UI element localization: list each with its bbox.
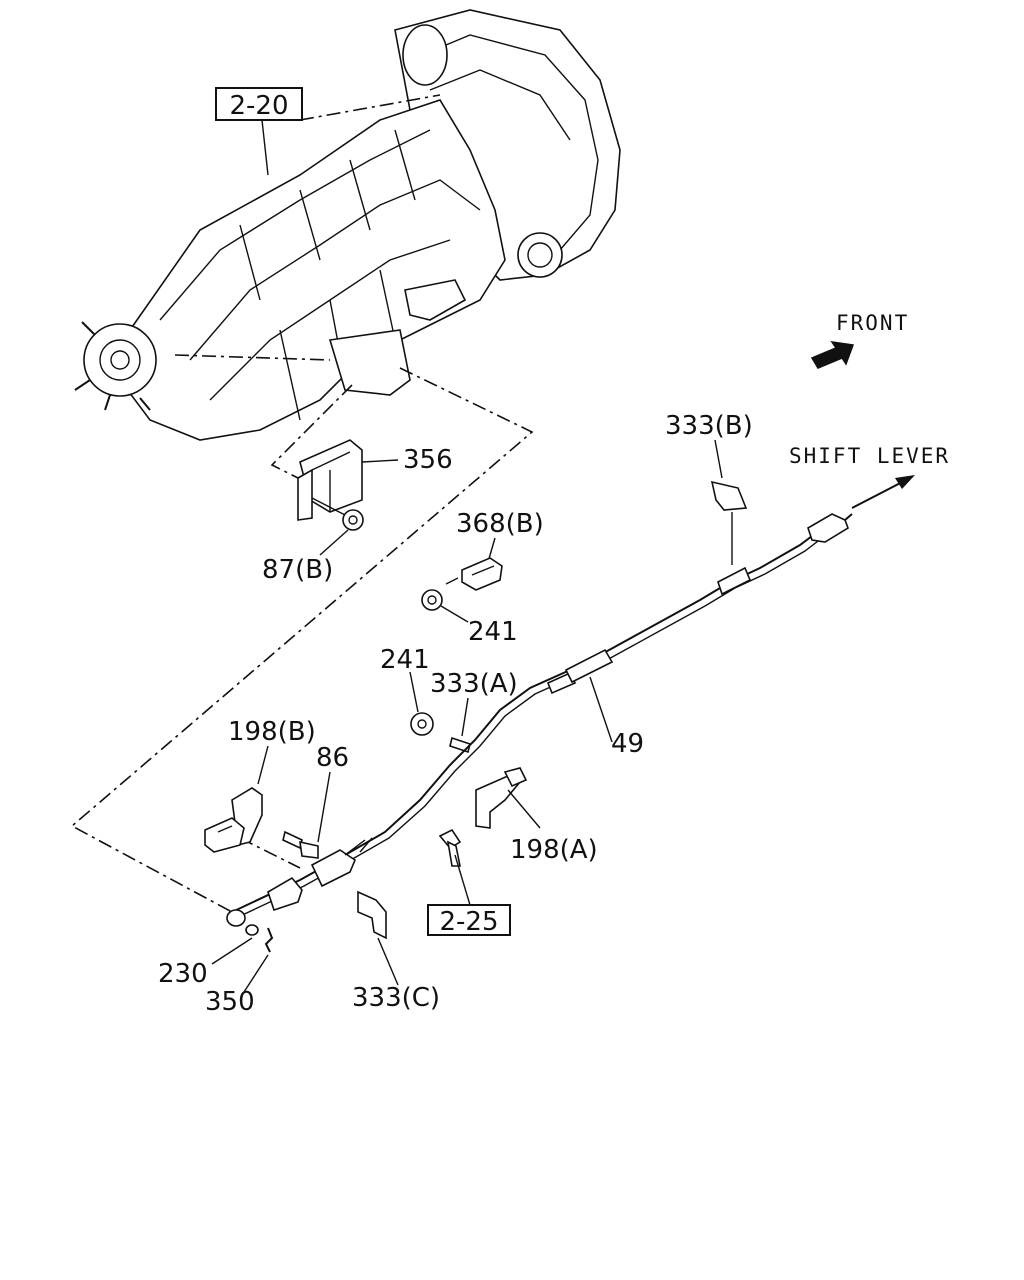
label-356: 356 bbox=[403, 445, 453, 475]
label-198b: 198(B) bbox=[228, 717, 316, 747]
part-241-top-nut: 241 bbox=[421, 589, 518, 647]
front-indicator: FRONT bbox=[810, 311, 909, 369]
label-333c: 333(C) bbox=[352, 983, 440, 1013]
shift-lever-indicator: SHIFT LEVER bbox=[789, 444, 950, 509]
part-350-pin: 350 bbox=[205, 927, 274, 1017]
front-arrow-icon bbox=[810, 341, 855, 369]
label-241-top: 241 bbox=[468, 617, 518, 647]
part-bolt-2-25: 2-25 bbox=[427, 828, 511, 937]
label-368b: 368(B) bbox=[456, 509, 544, 539]
label-350: 350 bbox=[205, 987, 255, 1017]
ref-box-2-20: 2-20 bbox=[215, 87, 303, 176]
part-198b-bracket: 198(B) bbox=[204, 717, 316, 853]
part-230-bushing: 230 bbox=[158, 909, 259, 989]
shift-lever-label: SHIFT LEVER bbox=[789, 444, 950, 468]
transmission-assembly bbox=[74, 9, 621, 441]
ref-2-25-label: 2-25 bbox=[439, 907, 498, 937]
part-333a-clip: 333(A) bbox=[430, 669, 518, 754]
part-87b-nut: 87(B) bbox=[262, 497, 364, 585]
part-49-cable: 49 bbox=[231, 513, 853, 919]
part-333b-clip: 333(B) bbox=[665, 411, 753, 565]
part-333c-clip: 333(C) bbox=[352, 890, 440, 1013]
front-label: FRONT bbox=[836, 311, 909, 335]
label-87b: 87(B) bbox=[262, 555, 333, 585]
shift-lever-arrow-icon bbox=[895, 475, 915, 489]
label-49: 49 bbox=[611, 729, 644, 759]
part-86-bolt: 86 bbox=[282, 743, 349, 859]
assembly-boundary bbox=[70, 367, 534, 913]
label-333a: 333(A) bbox=[430, 669, 518, 699]
part-241-mid-nut: 241 bbox=[380, 645, 434, 736]
part-356-bracket: 356 bbox=[297, 439, 453, 521]
label-333b: 333(B) bbox=[665, 411, 753, 441]
label-86: 86 bbox=[316, 743, 349, 773]
label-241-mid: 241 bbox=[380, 645, 430, 675]
label-230: 230 bbox=[158, 959, 208, 989]
part-368b-clip: 368(B) bbox=[445, 509, 544, 591]
ref-2-20-label: 2-20 bbox=[229, 91, 288, 121]
label-198a: 198(A) bbox=[510, 835, 598, 865]
part-198a-bracket: 198(A) bbox=[475, 767, 598, 865]
